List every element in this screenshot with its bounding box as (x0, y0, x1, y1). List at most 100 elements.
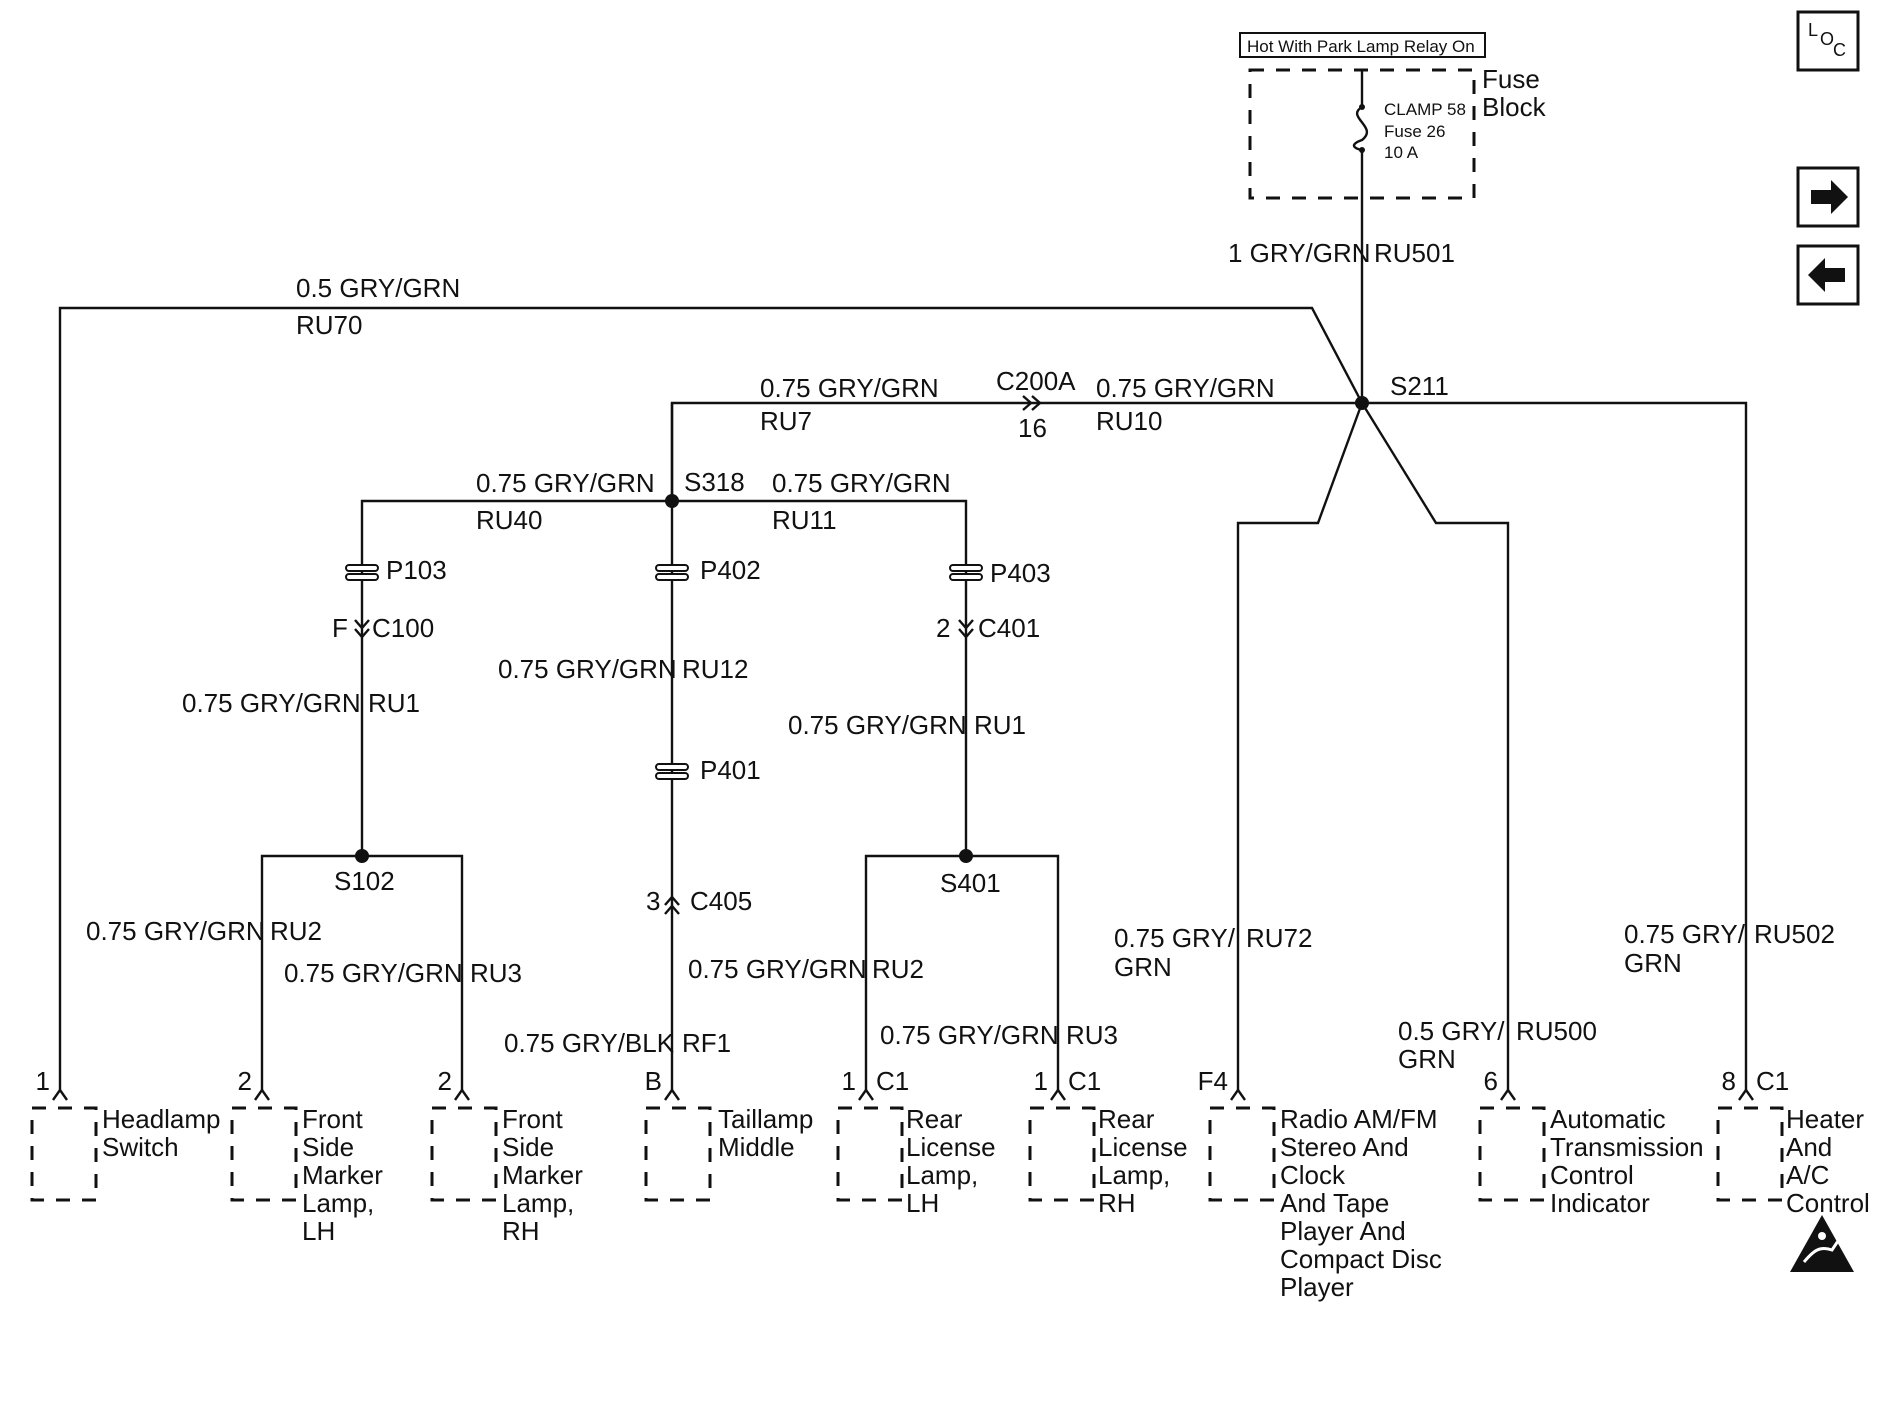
splice-s401-label: S401 (940, 868, 1001, 898)
pin-caret (1500, 1087, 1516, 1101)
ru3-right-gauge: 0.75 GRY/GRN (880, 1020, 1059, 1050)
ru7-circuit: RU7 (760, 406, 812, 436)
component-name-line: Clock (1280, 1160, 1346, 1190)
component-box (644, 1106, 712, 1202)
component-connector: C1 (1756, 1066, 1789, 1096)
component-name-line: License (906, 1132, 996, 1162)
ru11-gauge: 0.75 GRY/GRN (772, 468, 951, 498)
component-connector: C1 (1068, 1066, 1101, 1096)
component-name-line: Rear (1098, 1104, 1155, 1134)
ru501-gauge: 1 GRY/GRN (1228, 238, 1371, 268)
ru501-circuit: RU501 (1374, 238, 1455, 268)
c200a-label: C200A (996, 366, 1076, 396)
svg-text:C: C (1833, 40, 1846, 60)
arrow-left-icon (1808, 258, 1845, 292)
component-name-line: Indicator (1550, 1188, 1650, 1218)
c401-label: C401 (978, 613, 1040, 643)
ru10-circuit: RU10 (1096, 406, 1162, 436)
wire-ru2-ru3-right (864, 854, 1060, 1090)
svg-text:L: L (1808, 20, 1818, 40)
connector-c100: F C100 (332, 613, 434, 643)
ru12-circuit: RU12 (682, 654, 748, 684)
component-name-line: Lamp, (1098, 1160, 1170, 1190)
component-name-line: Headlamp (102, 1104, 221, 1134)
ru3-left-circuit: RU3 (470, 958, 522, 988)
component-name-line: Radio AM/FM (1280, 1104, 1438, 1134)
connector-c200a: C200A 16 (996, 366, 1076, 443)
ru500-gauge-2: GRN (1398, 1044, 1456, 1074)
forward-button[interactable] (1796, 166, 1860, 228)
component-name-line: Middle (718, 1132, 795, 1162)
pin-caret (1230, 1087, 1246, 1101)
component-name-line: LH (906, 1188, 939, 1218)
pack-p401: P401 (655, 755, 761, 785)
p103-label: P103 (386, 555, 447, 585)
arrow-right-icon (1811, 180, 1848, 214)
component-name-line: Rear (906, 1104, 963, 1134)
fuse-block-label-2: Block (1482, 92, 1547, 122)
component-name-line: A/C (1786, 1160, 1829, 1190)
ru2-left-circuit: RU2 (270, 916, 322, 946)
component-name-line: RH (1098, 1188, 1136, 1218)
component-pin: 2 (238, 1066, 252, 1096)
pin-caret (664, 1087, 680, 1101)
component-box (230, 1106, 298, 1202)
c405-pin: 3 (646, 886, 660, 916)
component-name-line: Control (1786, 1188, 1870, 1218)
component-name-line: Lamp, (502, 1188, 574, 1218)
ru3-right-circuit: RU3 (1066, 1020, 1118, 1050)
component-name-line: Taillamp (718, 1104, 813, 1134)
pack-p402: P402 (655, 555, 761, 585)
relay-label: Hot With Park Lamp Relay On (1239, 32, 1486, 58)
component-name-line: And Tape (1280, 1188, 1389, 1218)
splice-s318 (665, 494, 679, 508)
component-name-line: Lamp, (906, 1160, 978, 1190)
rf1-circuit: RF1 (682, 1028, 731, 1058)
c200a-pin: 16 (1018, 413, 1047, 443)
fuse-block: Fuse Block CLAMP 58 Fuse 26 10 A (1248, 64, 1547, 200)
component-box (30, 1106, 98, 1202)
component-name-line: Side (302, 1132, 354, 1162)
ru12-gauge: 0.75 GRY/GRN (498, 654, 677, 684)
ru70-circuit: RU70 (296, 310, 362, 340)
ru502-gauge-2: GRN (1624, 948, 1682, 978)
pin-caret (858, 1087, 874, 1101)
connector-c401: 2 C401 (936, 613, 1040, 643)
loc-icon[interactable]: L O C (1796, 10, 1860, 72)
fuse-symbol (1352, 70, 1369, 198)
component-pin: 1 (842, 1066, 856, 1096)
ru10-gauge: 0.75 GRY/GRN (1096, 373, 1275, 403)
ru2-right-gauge: 0.75 GRY/GRN (688, 954, 867, 984)
p402-label: P402 (700, 555, 761, 585)
ru1-left-gauge: 0.75 GRY/GRN (182, 688, 361, 718)
component-name-line: Control (1550, 1160, 1634, 1190)
fuse-block-label-1: Fuse (1482, 64, 1540, 94)
component-name-line: Automatic (1550, 1104, 1666, 1134)
c100-label: C100 (372, 613, 434, 643)
component-box (1208, 1106, 1276, 1202)
ru11-circuit: RU11 (772, 505, 837, 535)
connector-c405: 3 C405 (646, 886, 752, 916)
ru1-right-gauge: 0.75 GRY/GRN (788, 710, 967, 740)
wire-ru2-ru3-left (260, 854, 464, 1090)
component-pin: 1 (1034, 1066, 1048, 1096)
ru2-right-circuit: RU2 (872, 954, 924, 984)
ru1-right-circuit: RU1 (974, 710, 1026, 740)
back-button[interactable] (1796, 244, 1860, 306)
component-name-line: Stereo And (1280, 1132, 1409, 1162)
pin-caret (454, 1087, 470, 1101)
splice-s102-label: S102 (334, 866, 395, 896)
c405-label: C405 (690, 886, 752, 916)
component-name-line: And (1786, 1132, 1832, 1162)
c401-pin: 2 (936, 613, 950, 643)
rf1-gauge: 0.75 GRY/BLK (504, 1028, 675, 1058)
ru70-gauge: 0.5 GRY/GRN (296, 273, 460, 303)
p401-label: P401 (700, 755, 761, 785)
component-name-line: Marker (502, 1160, 583, 1190)
